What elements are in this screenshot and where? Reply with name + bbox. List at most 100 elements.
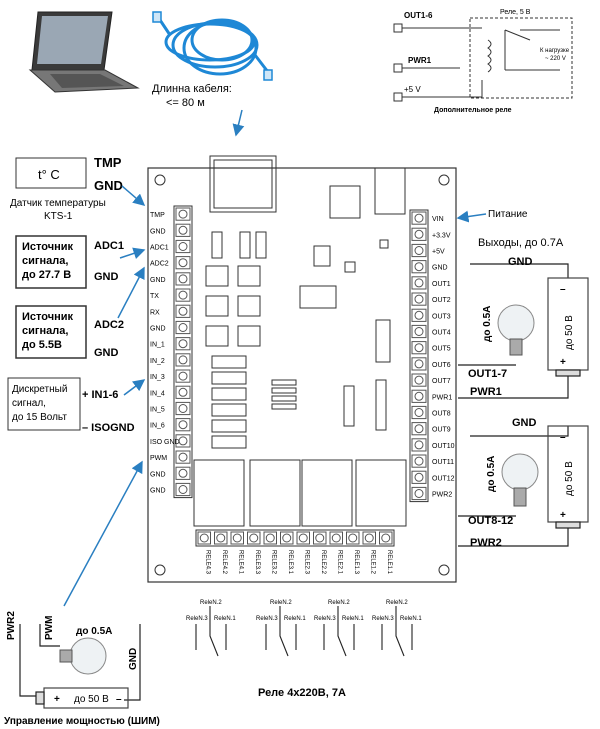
right-pin-terminal — [411, 308, 427, 322]
discrete-box — [7, 377, 81, 431]
out2-out-label: OUT8-12 — [468, 515, 513, 527]
left-pin-terminal — [175, 288, 191, 302]
out1-gnd-label: GND — [508, 256, 533, 268]
bottom-pin-terminal — [197, 531, 211, 545]
lightbulb-icon — [497, 304, 535, 356]
relay-contact-label: ReleN.2 — [270, 600, 292, 606]
right-pin-label: PWR2 — [432, 492, 452, 499]
source2-box — [15, 305, 87, 359]
out2-minus: – — [560, 432, 566, 443]
pwm-minus: – — [116, 694, 122, 705]
bottom-pin-label: RELE2.3 — [303, 550, 309, 575]
bottom-pin-terminal — [247, 531, 261, 545]
source2-line3: до 5.5В — [22, 339, 62, 351]
left-pin-terminal — [175, 256, 191, 270]
right-pin-terminal — [411, 341, 427, 355]
laptop-icon — [28, 11, 140, 93]
left-pin-terminal — [175, 401, 191, 416]
out2-pwr-label: PWR2 — [470, 537, 502, 549]
bottom-pin-label: RELE4.2 — [221, 550, 227, 575]
discrete-plus-label: + IN1-6 — [82, 389, 118, 401]
pwm-lamp-label: до 0.5A — [76, 626, 112, 637]
right-pin-terminal — [411, 243, 427, 258]
relay-contact-label: ReleN.2 — [200, 600, 222, 606]
bottom-pin-terminal — [329, 531, 343, 545]
bottom-pin-terminal — [379, 531, 393, 545]
outputs-title: Выходы, до 0.7A — [478, 237, 564, 249]
discrete-line2: сигнал, — [12, 398, 46, 409]
left-pin-label: IN_1 — [150, 342, 165, 349]
right-pin-label: OUT6 — [432, 362, 451, 369]
left-pin-label: GND — [150, 488, 166, 495]
relay-5v-label: +5 V — [404, 85, 421, 94]
relays-caption: Реле 4x220В, 7А — [258, 687, 346, 699]
right-pin-terminal — [411, 454, 427, 468]
left-pin-label: TMP — [150, 212, 165, 219]
left-pin-terminal — [175, 304, 191, 318]
bottom-pin-terminal — [280, 531, 294, 545]
right-pin-terminal — [411, 486, 427, 501]
source1-gnd-label: GND — [94, 271, 119, 283]
discrete-line1: Дискретный — [12, 384, 67, 395]
left-pin-terminal — [175, 418, 191, 432]
bottom-pin-label: RELE4.1 — [237, 550, 243, 575]
out1-battery-label: до 50 В — [564, 315, 575, 350]
discrete-line3: до 15 Вольт — [12, 412, 67, 423]
bottom-pin-terminal — [263, 531, 277, 545]
out1-plus: + — [560, 357, 566, 368]
left-pin-label: IN_6 — [150, 423, 165, 430]
left-pin-terminal — [175, 434, 191, 448]
right-pin-label: OUT1 — [432, 281, 451, 288]
relay-out-label: OUT1-6 — [404, 11, 433, 20]
out1-pwr-label: PWR1 — [470, 386, 502, 398]
output-group2-wiring — [458, 425, 589, 547]
left-pin-terminal — [175, 207, 191, 221]
pwm-plus: + — [54, 694, 60, 705]
relay-contact-label: ReleN.3 — [256, 616, 278, 622]
left-pin-terminal — [175, 353, 191, 367]
right-pin-label: OUT4 — [432, 330, 451, 337]
relay-contact-label: ReleN.2 — [386, 600, 408, 606]
bottom-pin-label: RELE3.1 — [287, 550, 293, 575]
temp-caption-line2: KTS-1 — [44, 211, 73, 222]
relay-contact-label: ReleN.3 — [186, 616, 208, 622]
out2-battery-label: до 50 В — [564, 461, 575, 496]
relay-contact-label: ReleN.2 — [328, 600, 350, 606]
out1-minus: – — [560, 284, 566, 295]
right-pin-label: +5V — [432, 249, 445, 256]
right-pin-label: OUT2 — [432, 297, 451, 304]
bottom-pin-terminal — [296, 531, 310, 545]
left-pin-label: RX — [150, 309, 160, 316]
source2-adc-label: ADC2 — [94, 319, 124, 331]
right-pin-terminal — [411, 470, 427, 484]
pwm-pwr2-label: PWR2 — [6, 611, 17, 640]
temp-caption-line1: Датчик температуры — [10, 198, 106, 209]
temp-tmp-label: TMP — [94, 155, 122, 170]
pwm-wiring — [19, 624, 141, 709]
temp-arrow — [121, 185, 146, 206]
bottom-pin-label: RELE1.1 — [386, 550, 392, 575]
relay-contact-label: ReleN.3 — [372, 616, 394, 622]
bottom-pin-label: RELE1.2 — [369, 550, 375, 575]
relay-contact-label: ReleN.1 — [400, 616, 422, 622]
output-group1-wiring — [458, 263, 589, 399]
left-pin-label: PWM — [150, 455, 167, 462]
bottom-pin-terminal — [230, 531, 244, 545]
right-pin-label: VIN — [432, 216, 444, 223]
bottom-pin-terminal — [346, 531, 360, 545]
bottom-pin-terminal — [313, 531, 327, 545]
temp-sensor-box — [15, 157, 87, 189]
left-pin-terminal — [175, 466, 191, 480]
left-pin-label: GND — [150, 326, 166, 333]
power-arrow — [456, 210, 487, 223]
right-pin-label: OUT11 — [432, 459, 454, 466]
controller-board — [147, 155, 457, 583]
left-pin-label: IN_2 — [150, 358, 165, 365]
left-pin-label: ADC2 — [150, 261, 169, 268]
